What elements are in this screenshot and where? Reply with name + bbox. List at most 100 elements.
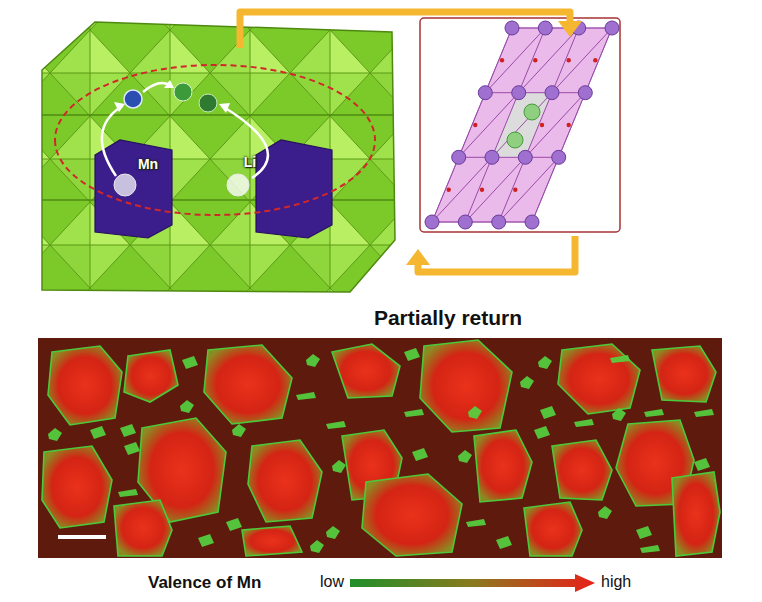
red-particle — [332, 344, 400, 398]
valence-map — [38, 338, 722, 558]
oxygen-atom — [567, 58, 571, 62]
lattice-atom — [605, 21, 619, 35]
green-fragment — [90, 426, 106, 439]
red-particle — [114, 500, 172, 556]
red-particle — [48, 346, 122, 425]
lattice-atom — [518, 150, 532, 164]
green-fragment — [534, 426, 550, 439]
lattice-atom — [425, 21, 619, 229]
red-particle — [552, 440, 612, 500]
red-particle — [124, 350, 178, 402]
lattice-atom — [538, 21, 552, 35]
oxygen-atom — [593, 58, 597, 62]
li-ion — [227, 174, 249, 196]
oxygen-atom — [533, 58, 537, 62]
migration-arrow — [102, 106, 122, 176]
scale-high-label: high — [601, 573, 631, 591]
cycle-arrow — [558, 21, 582, 37]
green-fragment — [198, 534, 214, 547]
oxygen-atom — [500, 58, 504, 62]
green-fragment — [538, 356, 552, 369]
lattice-atom — [525, 215, 539, 229]
oxygen-atom — [447, 58, 598, 192]
atom-label: Mn — [138, 156, 158, 172]
valence-gradient-arrow — [350, 574, 595, 592]
li-site — [174, 83, 192, 101]
green-fragment — [412, 448, 428, 461]
lattice-plane — [432, 28, 612, 222]
green-fragment — [48, 348, 714, 553]
octahedra-slab — [42, 22, 395, 292]
lattice-atom — [512, 86, 526, 100]
green-fragment — [574, 419, 594, 427]
green-fragment — [404, 348, 420, 361]
lattice-atom — [552, 150, 566, 164]
scale-bar — [58, 535, 106, 539]
migration-ellipse — [55, 65, 375, 215]
green-fragment — [466, 519, 486, 527]
red-particle — [672, 472, 720, 556]
green-fragment — [404, 409, 424, 417]
migration-arrowhead — [164, 80, 174, 88]
lattice-atom — [478, 86, 492, 100]
layered-structure — [42, 22, 395, 292]
green-fragment — [326, 526, 340, 539]
legend-title: Valence of Mn — [148, 573, 261, 593]
cycle-arrow — [240, 12, 582, 272]
green-fragment — [496, 536, 512, 549]
red-particle — [362, 474, 462, 556]
green-fragment — [180, 400, 194, 413]
map-background — [38, 338, 722, 558]
green-fragment — [610, 355, 630, 363]
red-particle — [248, 440, 322, 522]
green-fragment — [694, 458, 710, 471]
oxygen-atom — [473, 123, 477, 127]
red-particle — [242, 526, 302, 556]
lattice-atom — [492, 215, 506, 229]
red-particle — [558, 344, 640, 414]
process-label: Partially return — [374, 306, 522, 330]
migration-arrowhead — [219, 103, 230, 113]
lattice-atom — [485, 150, 499, 164]
atom-label: Li — [244, 154, 256, 170]
green-fragment — [612, 408, 626, 421]
oxygen-atom — [447, 188, 451, 192]
green-fragment — [48, 428, 62, 441]
migration-arrow — [102, 83, 268, 178]
lattice-atom — [452, 150, 466, 164]
mn-octahedron — [95, 140, 172, 238]
green-fragment — [640, 545, 660, 553]
li-site — [199, 94, 217, 112]
green-fragment — [124, 442, 140, 455]
green-fragment — [182, 356, 198, 369]
cycle-arrow — [418, 236, 575, 272]
panel-frame — [420, 18, 620, 232]
lattice-panel — [420, 18, 620, 232]
mn-ion — [114, 174, 136, 196]
migration-arrow — [222, 106, 268, 178]
tetrahedral-site — [124, 90, 142, 108]
scale-low-label: low — [320, 573, 344, 591]
green-fragment — [118, 489, 138, 497]
red-particle — [652, 346, 716, 402]
lattice-atom — [425, 215, 439, 229]
red-particle — [42, 446, 112, 528]
red-particle — [42, 340, 720, 556]
green-fragment — [644, 409, 664, 417]
lattice-bond — [432, 28, 612, 222]
li-site — [507, 132, 523, 148]
lattice-atom — [578, 86, 592, 100]
cycle-arrow — [406, 249, 430, 265]
lattice-atom — [545, 86, 559, 100]
red-particle — [524, 502, 582, 556]
migration-arrowhead — [114, 80, 230, 113]
green-fragment — [332, 460, 346, 473]
oxygen-atom — [540, 123, 544, 127]
oxygen-atom — [480, 188, 484, 192]
oxygen-atom — [513, 188, 517, 192]
green-fragment — [520, 376, 534, 389]
lattice-atom — [458, 215, 472, 229]
green-fragment — [226, 518, 242, 531]
